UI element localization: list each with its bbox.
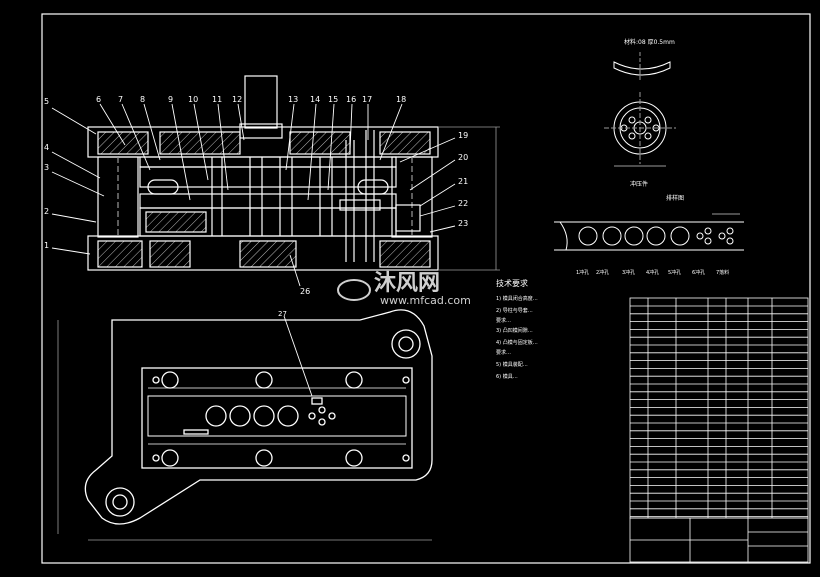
tech-req-title: 技术要求 xyxy=(496,278,528,288)
strip-layout: 排样图 xyxy=(554,194,744,251)
watermark: 沐风网 www.mfcad.com xyxy=(337,271,471,307)
die-outline xyxy=(84,309,433,525)
guide-hole-top-right xyxy=(391,329,421,359)
watermark-url: www.mfcad.com xyxy=(380,294,471,307)
part-number: 14 xyxy=(310,95,320,104)
part-number: 18 xyxy=(396,95,406,104)
tech-req-line: 要求… xyxy=(496,317,511,324)
part-number: 15 xyxy=(328,95,338,104)
part-number: 3 xyxy=(44,163,49,172)
station-label: 7落料 xyxy=(716,269,729,276)
part-number: 13 xyxy=(288,95,298,104)
die-hole xyxy=(229,405,251,427)
part-number: 8 xyxy=(140,95,145,104)
tech-req-line: 1) 模具闭合高度… xyxy=(496,295,538,302)
part-number: 5 xyxy=(44,97,49,106)
tech-req-line: 6) 模具… xyxy=(496,373,518,380)
tech-req-line: 4) 凸模与固定板… xyxy=(496,339,538,346)
drawing-frame xyxy=(41,13,811,564)
station-label: 5冲孔 xyxy=(668,269,681,276)
part-number: 4 xyxy=(44,143,49,152)
station-label: 6冲孔 xyxy=(692,269,705,276)
part-number: 9 xyxy=(168,95,173,104)
tech-req-line: 要求… xyxy=(496,349,511,356)
leader-lines xyxy=(51,103,456,397)
station-label: 4冲孔 xyxy=(646,269,659,276)
tech-requirements: 技术要求 1) 模具闭合高度… 2) 导柱与导套… 要求… 3) 凸凹模间隙… … xyxy=(496,278,538,380)
part-number: 6 xyxy=(96,95,101,104)
die-hole xyxy=(205,405,227,427)
strip-station-labels: 1冲孔 2冲孔 3冲孔 4冲孔 5冲孔 6冲孔 7落料 xyxy=(576,269,729,276)
part-number: 16 xyxy=(346,95,356,104)
plan-view xyxy=(57,309,433,541)
strip-title: 排样图 xyxy=(666,194,684,202)
front-section-view xyxy=(87,75,500,271)
guide-hole-bottom-left xyxy=(105,487,135,517)
part-number: 26 xyxy=(300,287,310,296)
part-numbers: 5 4 3 2 1 6 7 8 9 10 11 12 13 14 15 16 1… xyxy=(44,95,468,318)
part-number: 19 xyxy=(458,131,468,140)
part-view-title: 冲压件 xyxy=(630,180,648,188)
part-number: 2 xyxy=(44,207,49,216)
die-hole xyxy=(253,405,275,427)
die-hole xyxy=(277,405,299,427)
die-plate xyxy=(141,367,413,469)
station-label: 2冲孔 xyxy=(596,269,609,276)
part-number: 1 xyxy=(44,241,49,250)
part-number: 21 xyxy=(458,177,468,186)
part-number: 17 xyxy=(362,95,372,104)
part-number: 23 xyxy=(458,219,468,228)
part-number: 12 xyxy=(232,95,242,104)
part-spec: 材料:08 厚0.5mm xyxy=(624,38,675,46)
strip-station xyxy=(670,226,690,246)
bill-of-materials xyxy=(629,297,809,563)
tech-req-line: 5) 模具装配… xyxy=(496,361,528,368)
strip-station xyxy=(602,226,622,246)
part-number: 7 xyxy=(118,95,123,104)
part-number: 11 xyxy=(212,95,222,104)
part-number: 20 xyxy=(458,153,468,162)
strip-station xyxy=(624,226,644,246)
station-label: 3冲孔 xyxy=(622,269,635,276)
workpiece-view: 材料:08 厚0.5mm 冲压件 xyxy=(604,38,676,188)
part-number: 10 xyxy=(188,95,198,104)
part-number: 27 xyxy=(278,310,287,318)
station-label: 1冲孔 xyxy=(576,269,589,276)
part-number: 22 xyxy=(458,199,468,208)
tech-req-line: 3) 凸凹模间隙… xyxy=(496,327,533,334)
lower-die-shoe xyxy=(87,235,439,271)
strip-station xyxy=(578,226,598,246)
tech-req-line: 2) 导柱与导套… xyxy=(496,307,533,314)
strip-station xyxy=(646,226,666,246)
watermark-brand: 沐风网 xyxy=(374,271,440,296)
die-shank xyxy=(244,75,278,129)
